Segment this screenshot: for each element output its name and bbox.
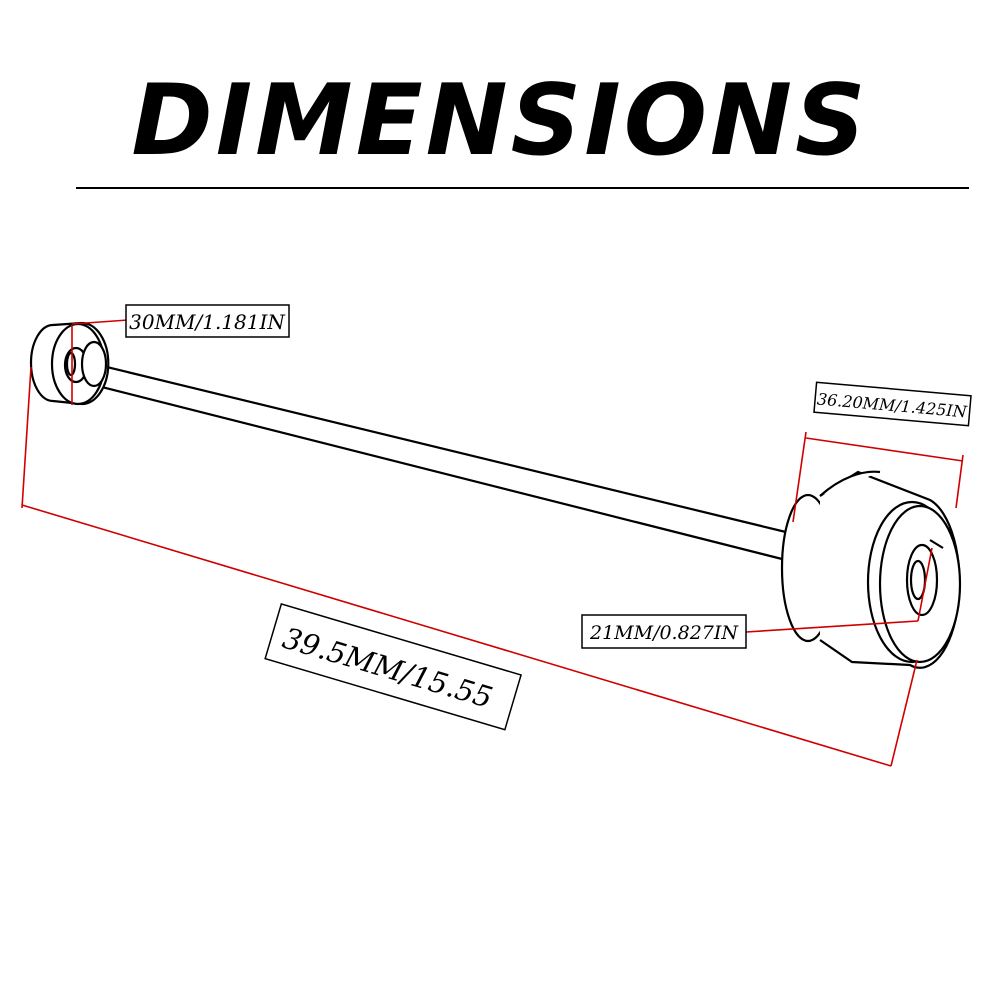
callout-small-diameter: 30MM/1.181IN — [125, 304, 290, 338]
callout-slider-length: 36.20MM/1.425IN — [813, 381, 972, 427]
large-end-slider — [780, 470, 962, 669]
overall-dimension-line — [21, 504, 892, 767]
hole-leader-diagonal — [917, 547, 933, 622]
axle-rod — [81, 359, 791, 562]
page-title: DIMENSIONS — [131, 64, 869, 178]
length-extension-right — [955, 454, 964, 509]
small-diameter-leader — [71, 319, 129, 325]
length-dimension-line — [805, 437, 964, 462]
small-end-slider — [29, 321, 110, 406]
title-underline — [76, 187, 969, 189]
callout-hole: 21MM/0.827IN — [581, 614, 747, 649]
dimension-lines — [21, 319, 964, 767]
overall-extension-left — [21, 366, 32, 509]
hole-label: 21MM/0.827IN — [589, 622, 739, 644]
small-diameter-label: 30MM/1.181IN — [129, 310, 286, 334]
length-extension-left — [792, 431, 807, 523]
overall-extension-right — [890, 659, 918, 767]
callout-overall-length: 39.5MM/15.55 — [264, 603, 522, 731]
hole-leader — [745, 620, 919, 633]
